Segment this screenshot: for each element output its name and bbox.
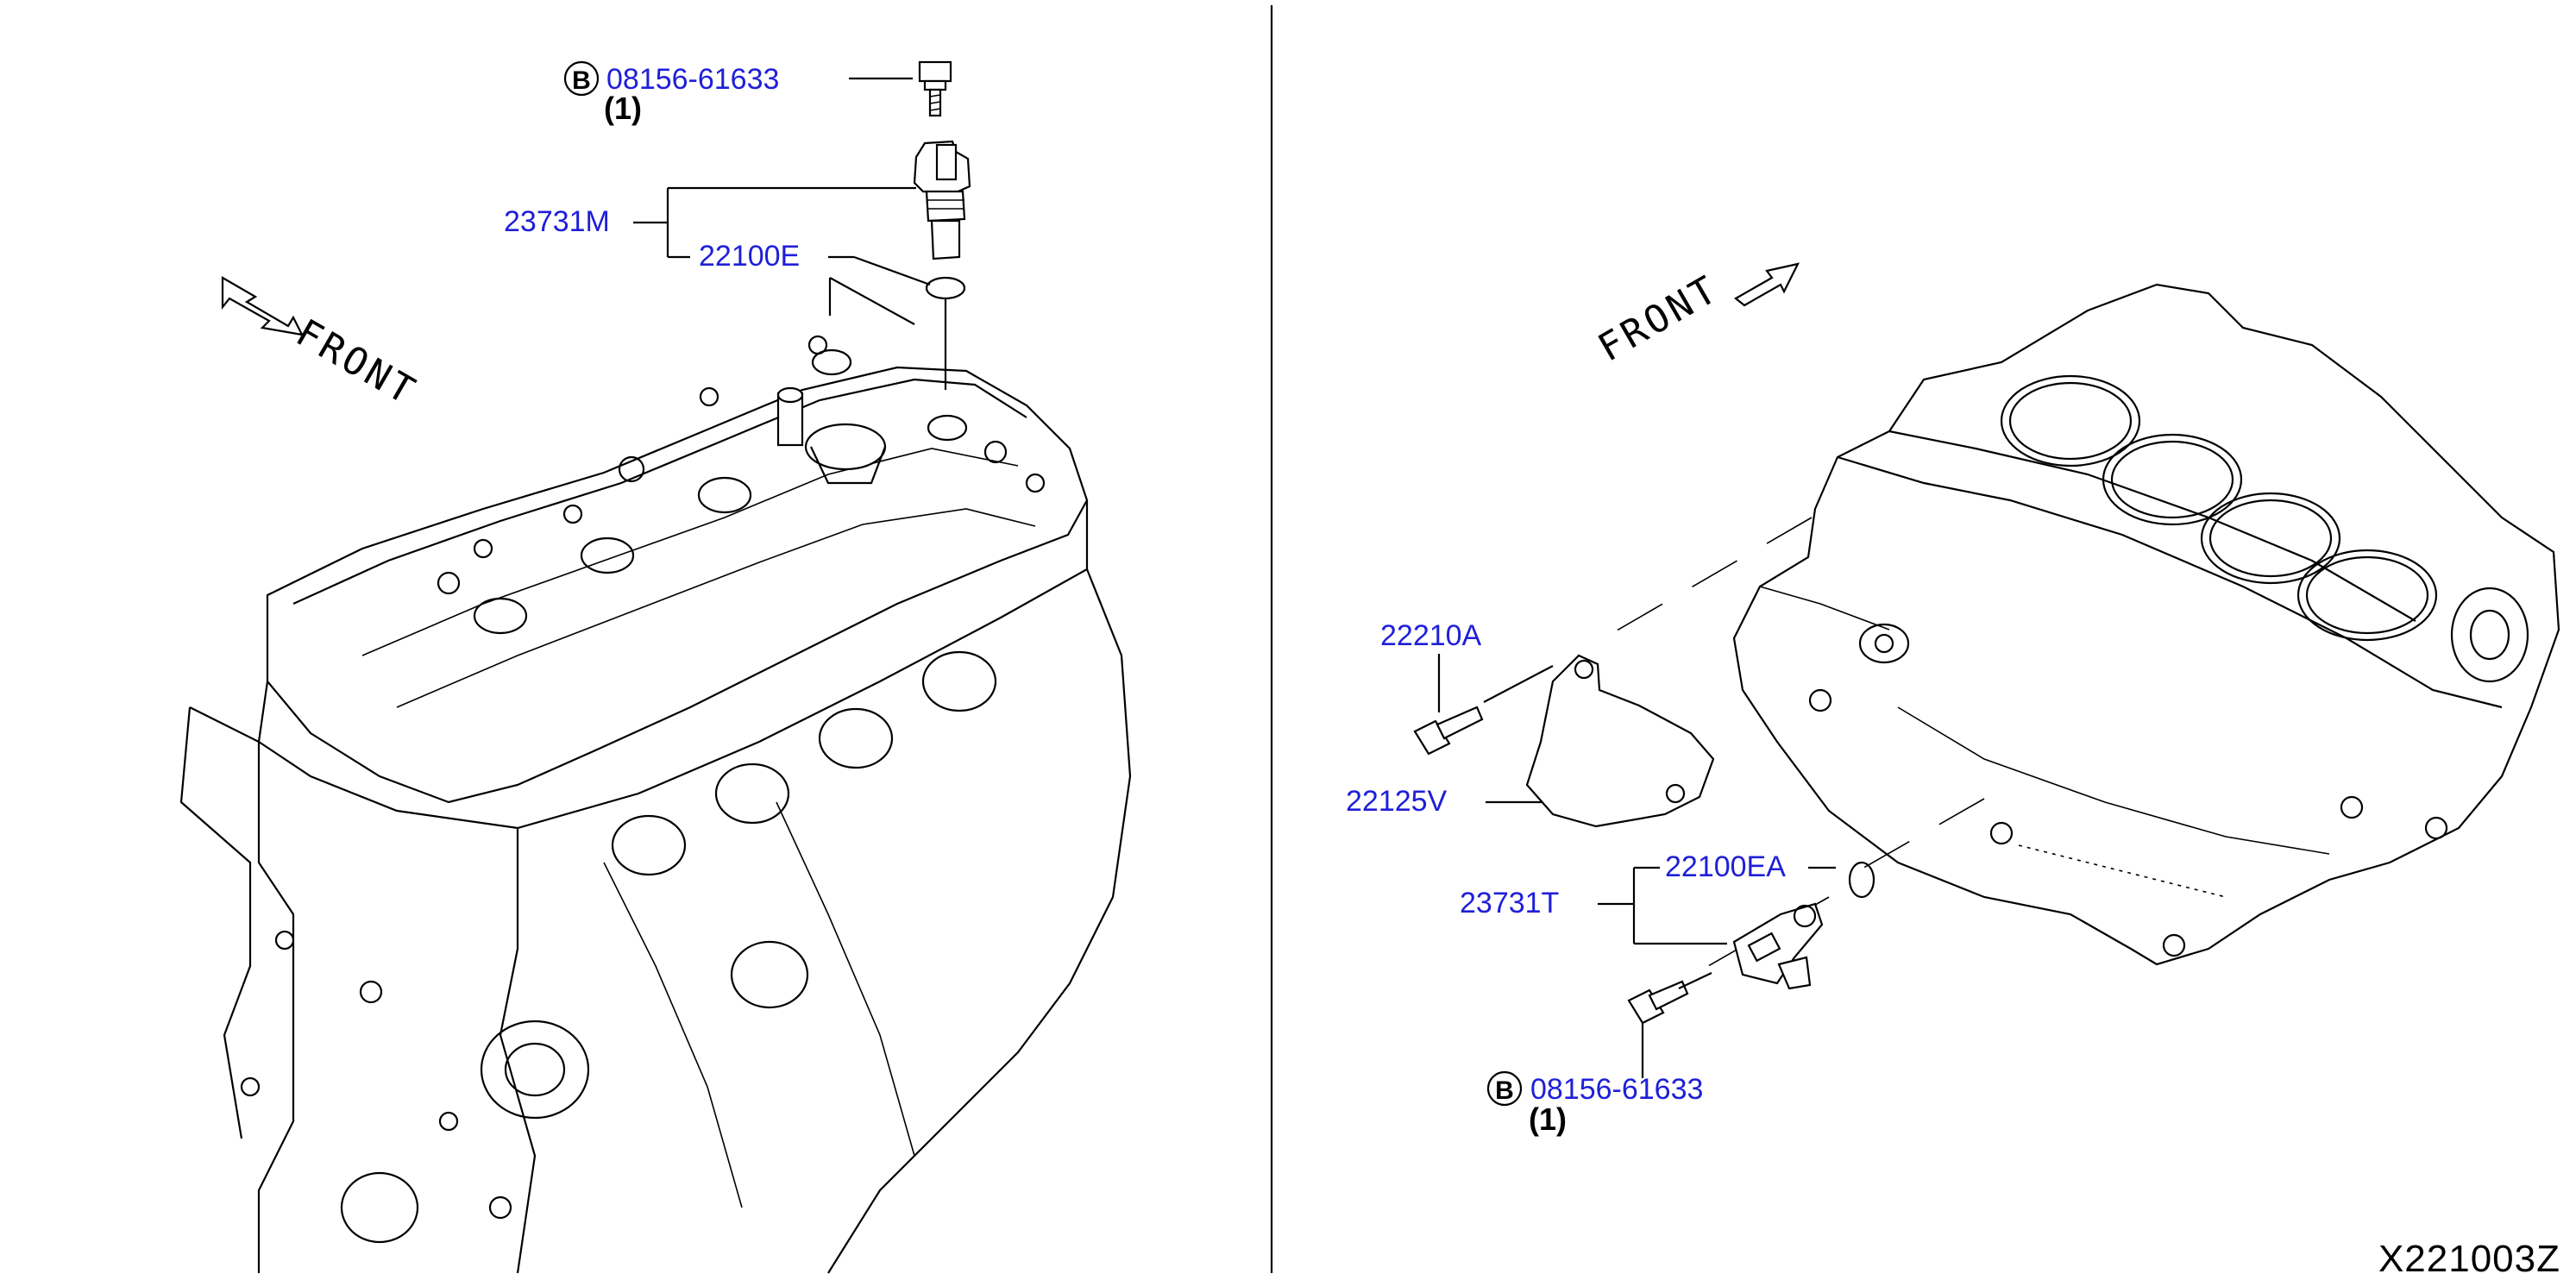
bolt-small-icon bbox=[1413, 706, 1484, 756]
badge-b-icon-right bbox=[1486, 1070, 1523, 1107]
camshaft-sensor-icon-left bbox=[913, 140, 971, 260]
engine-assembly-left bbox=[179, 335, 1132, 1274]
diagram-id: X221003Z bbox=[2378, 1238, 2560, 1280]
left-view: FRONT B 08156-61633 (1) 23731M bbox=[179, 60, 1132, 1274]
bolt-icon-right bbox=[1627, 972, 1712, 1078]
oring-part-number-right[interactable]: 22100EA bbox=[1665, 850, 1786, 883]
oring-icon-right bbox=[1848, 861, 1875, 899]
front-label-left: FRONT bbox=[289, 311, 425, 414]
bracket-callout-22125V[interactable]: 22125V bbox=[1346, 785, 1546, 818]
oring-callout-left[interactable]: 22100E bbox=[699, 240, 931, 286]
sensor-callout-23731T[interactable]: 23731T bbox=[1460, 868, 1727, 945]
oring-callout-22100EA[interactable]: 22100EA bbox=[1634, 850, 1836, 883]
sensor-part-number-right[interactable]: 23731T bbox=[1460, 887, 1559, 919]
bolt-icon-left bbox=[918, 60, 952, 117]
bolt-callout-22210A[interactable]: 22210A bbox=[1380, 619, 1482, 712]
oring-icon-left bbox=[925, 276, 966, 300]
bolt-part-number-right[interactable]: 08156-61633 bbox=[1530, 1073, 1703, 1106]
bracket-part-number[interactable]: 22125V bbox=[1346, 785, 1448, 818]
front-label-right: FRONT bbox=[1591, 267, 1727, 370]
sensor-callout-left[interactable]: 23731M bbox=[504, 186, 916, 259]
bolt-callout-right[interactable]: B 08156-61633 (1) bbox=[1486, 1070, 1703, 1137]
right-view: FRONT bbox=[1346, 262, 2560, 1137]
sensor-part-number-left[interactable]: 23731M bbox=[504, 205, 610, 238]
front-arrow-left: FRONT bbox=[221, 276, 425, 415]
cylinder-block-right bbox=[1732, 283, 2560, 966]
bolt-callout-left[interactable]: B 08156-61633 (1) bbox=[563, 60, 913, 126]
front-arrow-right: FRONT bbox=[1591, 262, 1800, 371]
bolt-qty-right: (1) bbox=[1529, 1101, 1567, 1137]
bolt-part-number-left[interactable]: 08156-61633 bbox=[606, 63, 779, 96]
badge-b-label: B bbox=[572, 66, 591, 95]
crankshaft-sensor-icon-right bbox=[1732, 902, 1824, 990]
bolt-qty-left: (1) bbox=[604, 91, 642, 126]
badge-b-icon bbox=[563, 60, 600, 97]
badge-b-label-right: B bbox=[1495, 1076, 1514, 1105]
bolt-small-part-number[interactable]: 22210A bbox=[1380, 619, 1482, 652]
bracket-icon bbox=[1483, 654, 1715, 828]
oring-part-number-left[interactable]: 22100E bbox=[699, 240, 800, 273]
